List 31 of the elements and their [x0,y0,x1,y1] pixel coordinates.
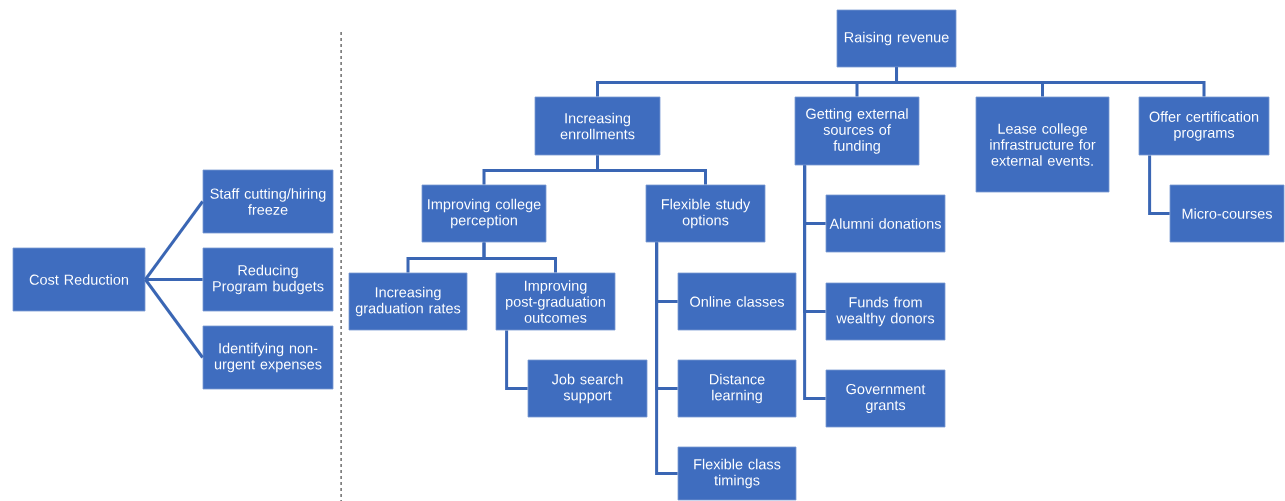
process-box: Getting external sources of funding [794,96,920,166]
process-box: Cost Reduction [12,247,146,312]
process-box: Lease college infrastructure for external events. [975,96,1110,193]
process-box: Distance learning [677,359,797,418]
process-box: Flexible class timings [677,446,797,501]
connector-line [145,278,203,281]
process-box: Job search support [527,359,648,418]
process-box: Increasing graduation rates [348,272,468,331]
process-box: Online classes [677,272,797,331]
process-box: Raising revenue [836,9,957,68]
connector-line [895,67,1206,97]
process-box: Government grants [825,369,946,428]
process-box: Improving post-graduation outcomes [495,272,616,331]
process-box: Reducing Program budgets [202,247,334,312]
connector-line [505,330,528,390]
connector-line [596,155,707,185]
process-box: Micro-courses [1169,184,1285,243]
process-box: Flexible study options [645,184,766,243]
process-box: Funds from wealthy donors [825,282,946,341]
connector-line [803,165,826,400]
process-box: Staff cutting/hiring freeze [202,169,334,234]
process-box: Offer certification programs [1138,96,1270,156]
process-box: Improving college perception [421,184,547,243]
process-box: Identifying non-urgent expenses [202,325,334,390]
connector-line [1148,155,1170,215]
connector-line [655,242,678,475]
connector-line [144,200,204,281]
process-box: Increasing enrollments [534,96,661,156]
connector-line [144,278,204,359]
connector-line [482,242,557,273]
process-box: Alumni donations [825,194,946,253]
